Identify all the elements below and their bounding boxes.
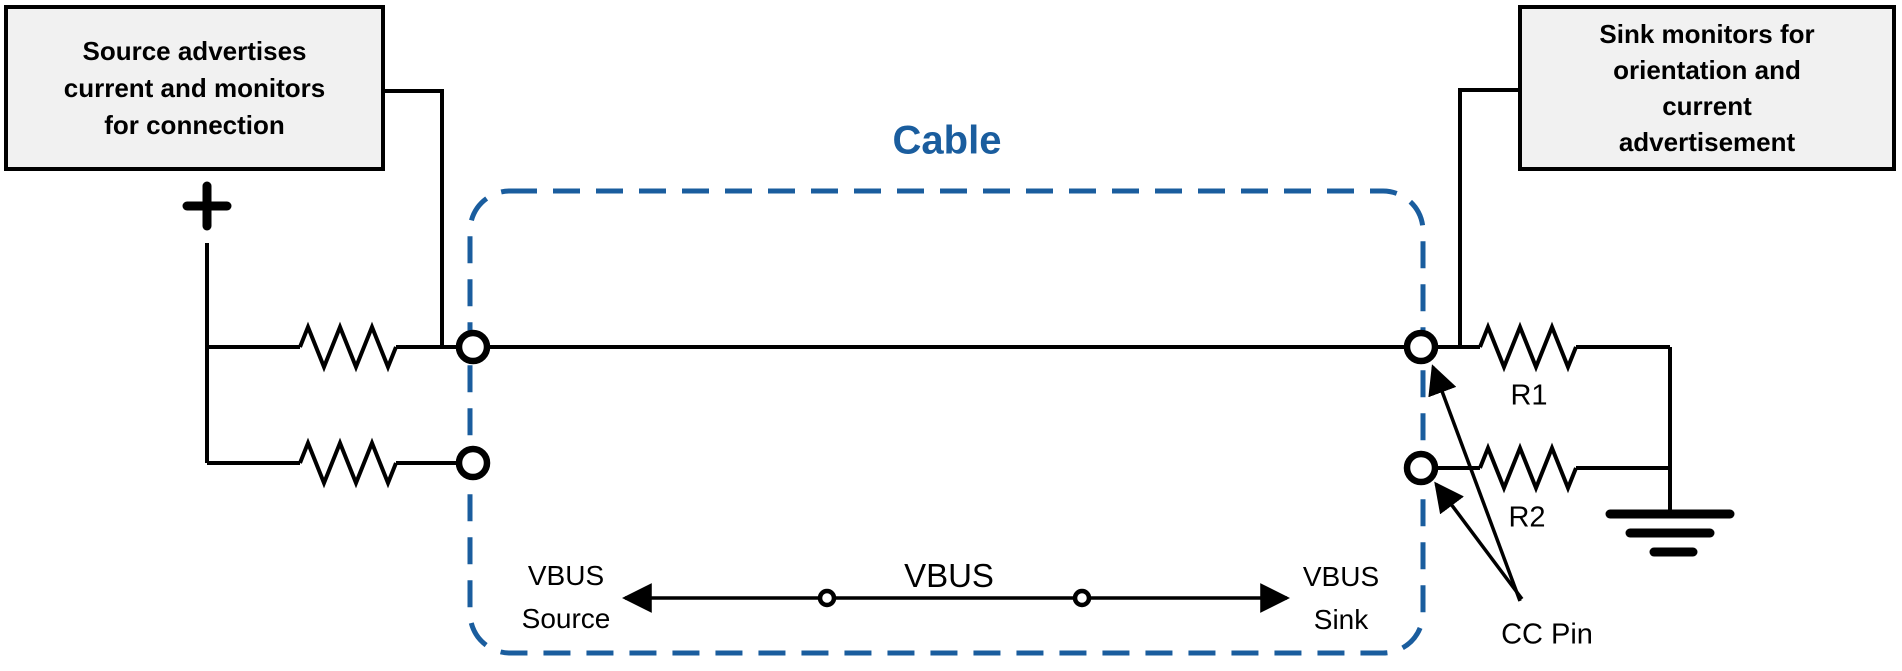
source-note-line: current and monitors [63, 72, 326, 103]
pin-circle-source-unused [455, 445, 491, 481]
vbus-sink-line: Sink [1313, 604, 1369, 635]
r2-resistor [1478, 442, 1578, 494]
plus-terminal-icon [182, 181, 232, 231]
vbus-sink-line: VBUS [1302, 561, 1380, 592]
cable-dashed-boundary [467, 188, 1426, 656]
source-pullup-resistor-1 [298, 321, 398, 373]
cc-pin-label: CC Pin [1501, 618, 1593, 651]
source-pullup-resistor-2 [298, 437, 398, 489]
ground-icon [1605, 509, 1735, 557]
sink-box-connector-wire [1458, 88, 1518, 347]
cc-pin-arrow-bottom [1434, 481, 1524, 601]
cc-pin-callout-arrows [1428, 364, 1524, 602]
r1-resistor [1478, 321, 1578, 373]
vbus-label: VBUS [904, 557, 994, 594]
pin-circle-source-cc [455, 329, 491, 365]
source-note-line: Source advertises [82, 35, 307, 66]
pin-circle-sink-unused [1403, 450, 1439, 486]
sink-note-box: Sink monitors for orientation and curren… [1518, 5, 1896, 171]
vbus-source-label: VBUS Source [522, 554, 611, 640]
vbus-node-right [1072, 588, 1092, 608]
source-box-connector-wire [385, 89, 444, 347]
vbus-node-left [817, 588, 837, 608]
pin-circle-sink-cc [1403, 329, 1439, 365]
sink-note-line: current [1662, 91, 1752, 121]
source-note-box: Source advertises current and monitors f… [4, 5, 385, 171]
r1-label: R1 [1510, 379, 1548, 412]
cable-title: Cable [892, 118, 1002, 163]
vbus-source-line: Source [521, 603, 611, 634]
sink-note-line: Sink monitors for [1599, 19, 1815, 49]
r2-label: R2 [1508, 501, 1546, 534]
vbus-span-arrow [622, 583, 1290, 613]
sink-note-line: orientation and [1613, 55, 1801, 85]
sink-note-line: advertisement [1618, 127, 1796, 157]
vbus-sink-label: VBUS Sink [1303, 555, 1379, 641]
connector-pins [455, 329, 1439, 486]
cc-pin-arrow-top [1428, 364, 1522, 602]
vbus-source-line: VBUS [527, 560, 605, 591]
source-note-line: for connection [104, 109, 285, 140]
